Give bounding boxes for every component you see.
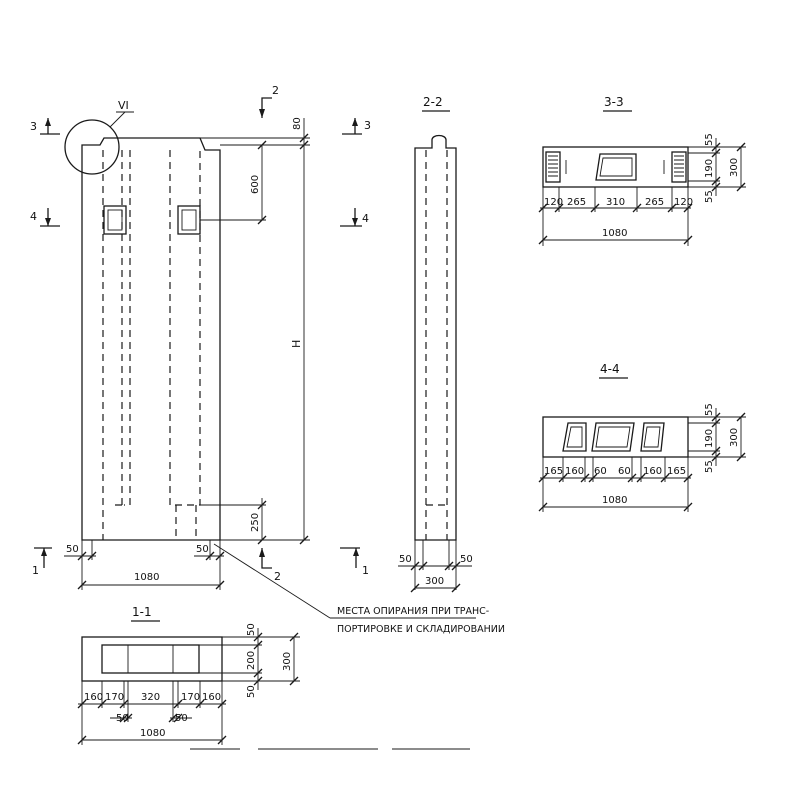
s44-v300: 300 [729,428,740,447]
s33-dim-3: 310 [606,197,625,208]
section-3-3-title: 3-3 [604,95,624,109]
side-dim-50-right: 50 [460,554,473,565]
section-1-1-outline [81,636,223,682]
s11-total: 1080 [140,728,165,739]
s33-dim-4: 265 [645,197,664,208]
section-2-2-title: 2-2 [423,95,443,109]
front-dim-50-right: 50 [196,544,209,555]
detail-circle [64,119,120,175]
callout-line-2: ПОРТИРОВКЕ И СКЛАДИРОВАНИИ [337,624,505,635]
marker-2-top: 2 [272,84,279,97]
callout-line-1: МЕСТА ОПИРАНИЯ ПРИ ТРАНС- [337,606,489,617]
dim-80: 80 [292,117,303,130]
s33-v300: 300 [729,158,740,177]
front-dim-1080: 1080 [134,572,159,583]
s11-dim-2: 170 [105,692,124,703]
front-view: VI 2 2 3 3 4 4 1 [30,84,476,619]
marker-4-left: 4 [30,210,37,223]
support-points-callout: МЕСТА ОПИРАНИЯ ПРИ ТРАНС- ПОРТИРОВКЕ И С… [337,606,505,635]
s33-total: 1080 [602,228,627,239]
s33-dim-2: 265 [567,197,586,208]
s44-v190: 190 [704,429,715,448]
marker-3-right: 3 [364,119,371,132]
s11-v300: 300 [282,652,293,671]
s11-dim-1: 160 [84,692,103,703]
front-outline [81,137,221,541]
marker-3-left: 3 [30,120,37,133]
s11-v50-top: 50 [246,623,257,636]
side-dim-50-left: 50 [399,554,412,565]
section-1-1: 1-1 160 170 320 170 160 50 50 [77,605,300,745]
side-dim-300: 300 [425,576,444,587]
marker-1-left: 1 [32,564,39,577]
marker-2-bottom: 2 [274,570,281,583]
s33-dim-5: 120 [674,197,693,208]
s44-v55-bottom: 55 [704,460,715,473]
right-channel-low [175,505,197,540]
s11-row2-50-right: 50 [175,713,188,724]
side-view-2-2: 2-2 50 50 300 [398,95,473,593]
marker-4-right: 4 [362,212,369,225]
section-3-3-outline [542,146,689,188]
s44-dim-6: 165 [667,466,686,477]
s44-v55-top: 55 [704,403,715,416]
s33-v55-bottom: 55 [704,190,715,203]
s44-total: 1080 [602,495,627,506]
section-4-4-outline [542,416,689,458]
detail-label: VI [118,99,129,112]
section-1-1-title: 1-1 [132,605,152,619]
right-channel-hidden [169,150,201,506]
s33-v190: 190 [704,159,715,178]
s11-v50-bottom: 50 [246,685,257,698]
dim-h: H [290,340,303,348]
s44-dim-1: 165 [544,466,563,477]
dim-250: 250 [250,513,261,532]
section-4-4: 4-4 165 160 60 60 160 165 1 [538,362,746,512]
s11-dim-3: 320 [141,692,160,703]
s11-dim-5: 160 [202,692,221,703]
s11-dim-4: 170 [181,692,200,703]
s44-dim-5: 160 [643,466,662,477]
s44-dim-4: 60 [618,466,631,477]
dim-600: 600 [250,175,261,194]
s44-dim-2: 160 [565,466,584,477]
left-opening [103,205,127,235]
section-3-3: 3-3 120 265 310 265 120 1080 [538,95,746,246]
side-outline [414,134,457,541]
marker-1-right: 1 [362,564,369,577]
s33-dim-1: 120 [544,197,563,208]
left-channel-hidden [102,150,123,540]
section-4-4-title: 4-4 [600,362,620,376]
front-dim-50-left: 50 [66,544,79,555]
left-channel-inner [124,150,131,506]
s11-row2-50-left: 50 [116,713,129,724]
s33-v55-top: 55 [704,133,715,146]
s11-v200: 200 [246,651,257,670]
s44-dim-3: 60 [594,466,607,477]
